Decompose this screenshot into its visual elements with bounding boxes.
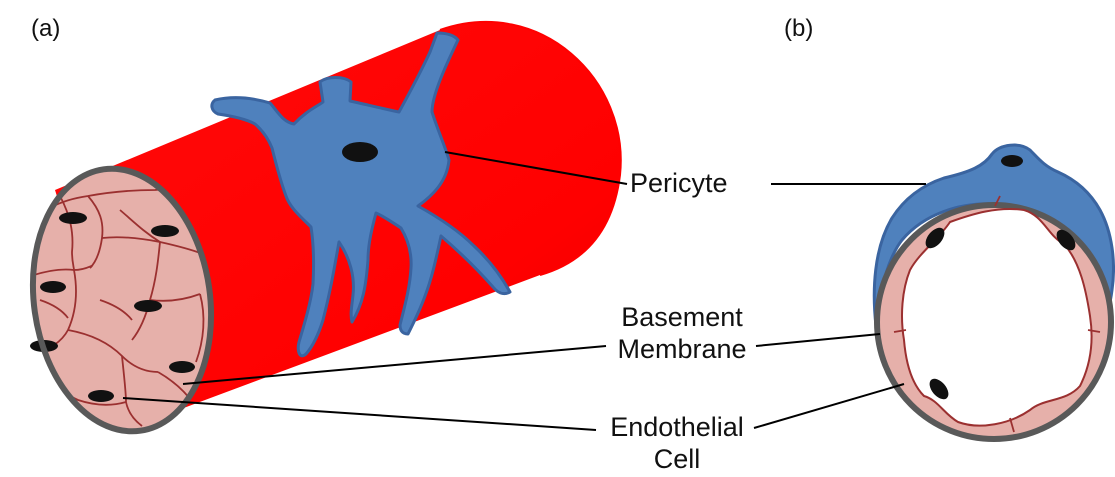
- endothelial-nucleus: [134, 300, 162, 312]
- panel-label-a: (a): [31, 15, 60, 43]
- vessel-cross-section: [874, 145, 1113, 439]
- endothelial-cell-leader-line: [123, 398, 596, 430]
- endothelial-cell-label-line-1: Endothelial: [596, 411, 758, 443]
- basement-membrane-label-line-1: Basement: [604, 301, 760, 333]
- pericyte-nucleus: [1001, 155, 1023, 167]
- endothelial-nucleus: [59, 212, 87, 224]
- pericyte-nucleus: [342, 142, 378, 162]
- pericyte-label: Pericyte: [630, 167, 728, 199]
- endothelial-cell-label: Endothelial Cell: [596, 411, 758, 475]
- endothelial-cell-leader-line-b: [754, 384, 904, 428]
- basement-membrane-label-line-2: Membrane: [604, 333, 760, 365]
- basement-membrane-leader-line-b: [756, 334, 880, 346]
- basement-membrane-label: Basement Membrane: [604, 301, 760, 365]
- endothelial-nucleus: [151, 225, 179, 237]
- panel-label-b: (b): [784, 15, 813, 43]
- endothelial-nucleus: [40, 281, 66, 293]
- endothelial-nucleus: [169, 361, 195, 373]
- endothelial-cell-label-line-2: Cell: [596, 443, 758, 475]
- endothelial-nucleus: [88, 390, 114, 402]
